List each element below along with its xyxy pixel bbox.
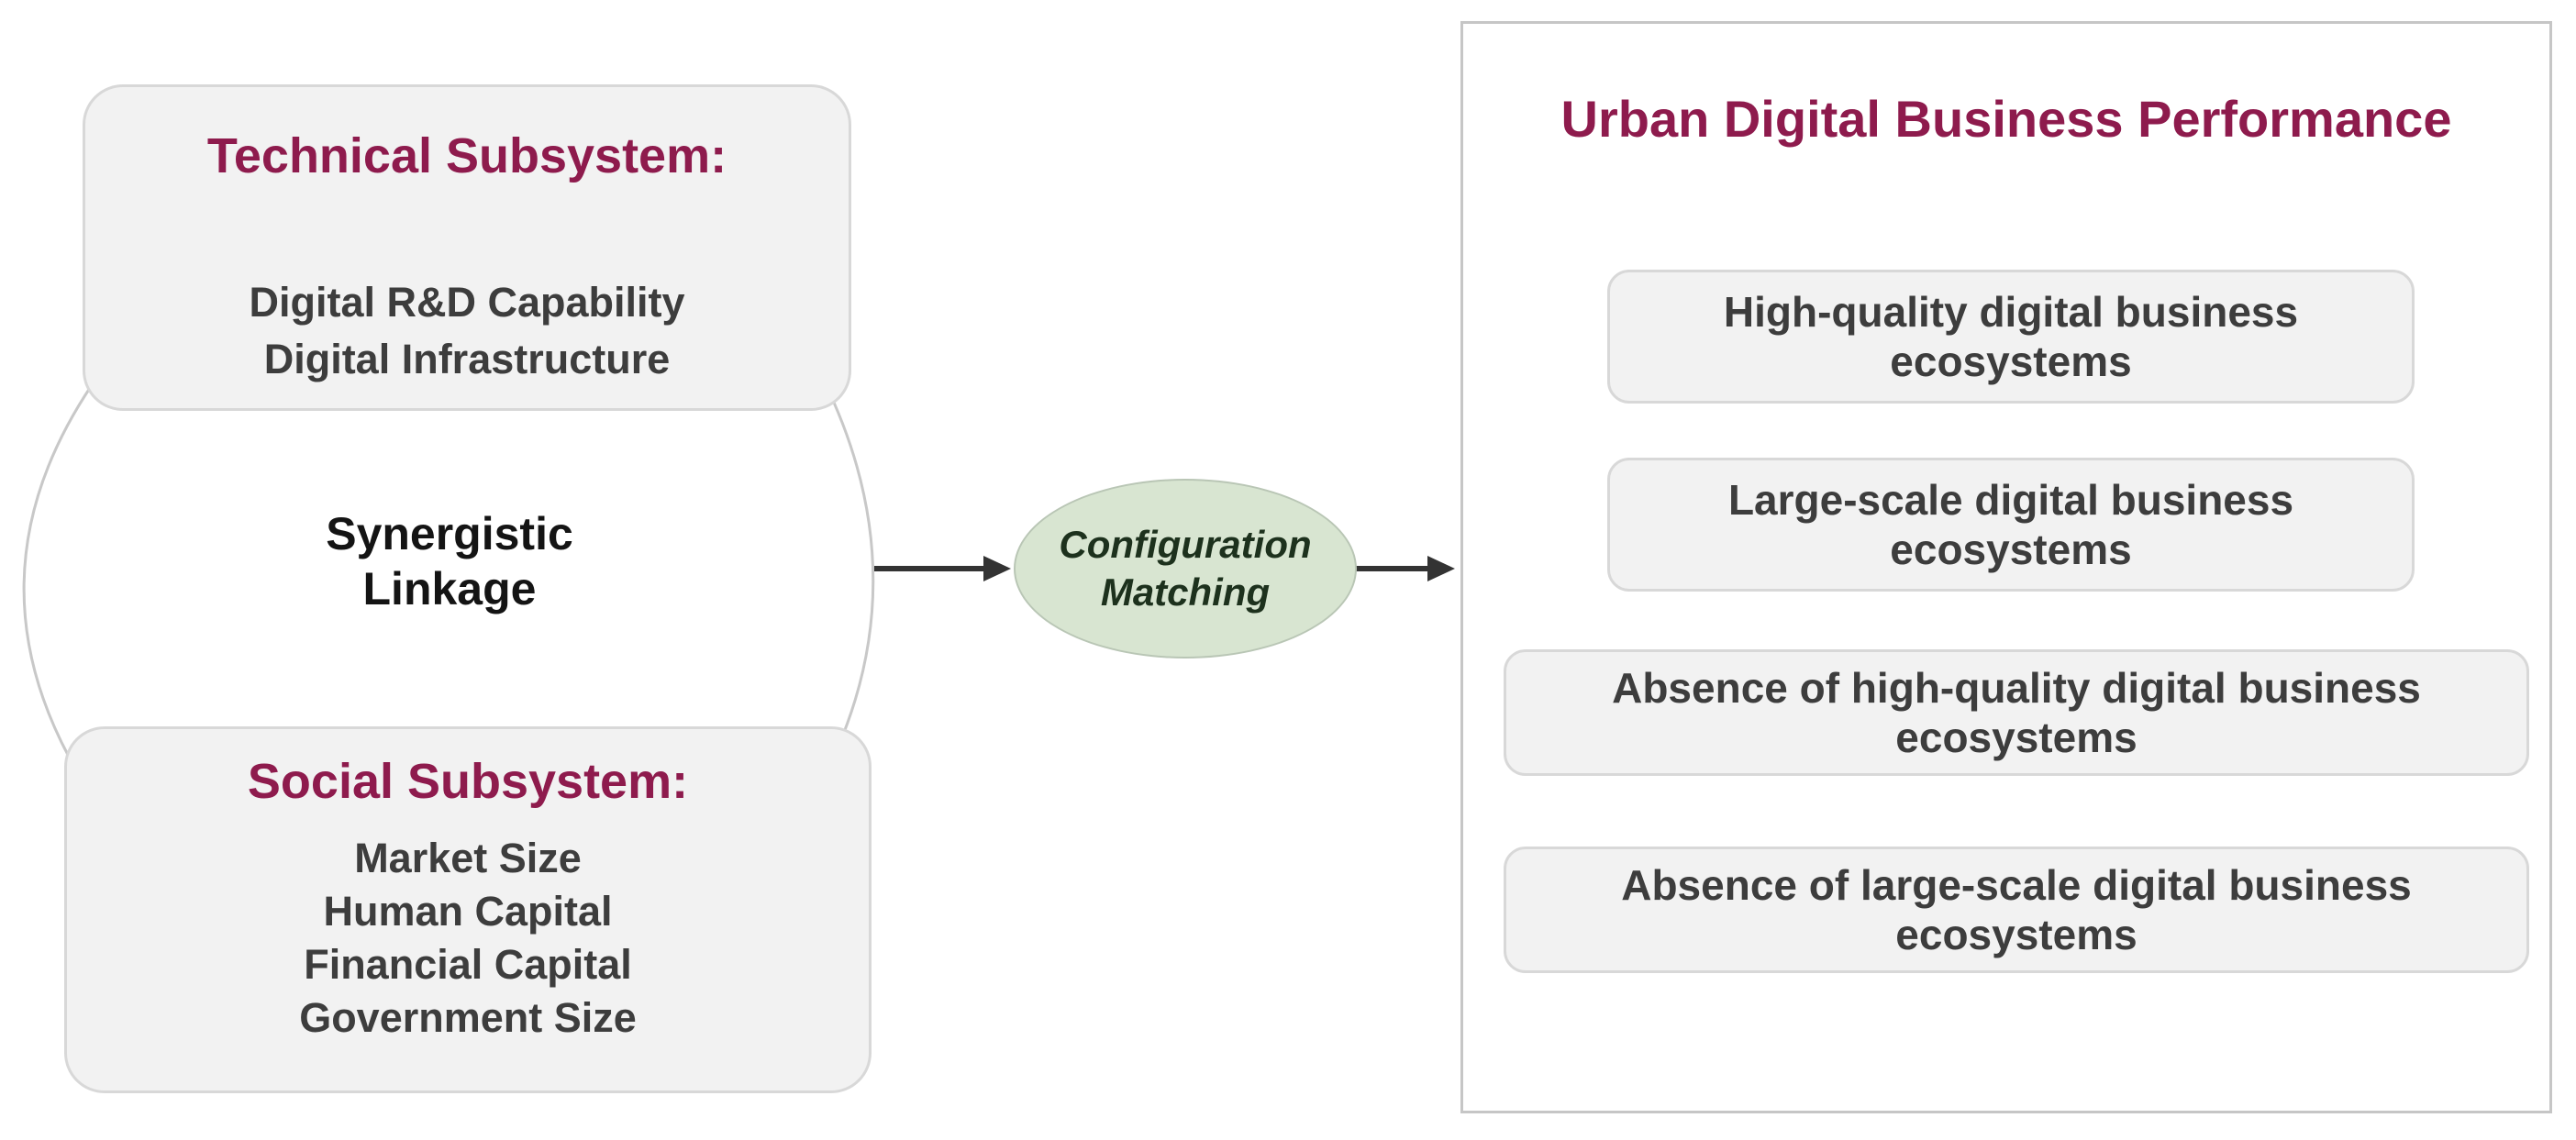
process-line-2: Matching [1100, 570, 1271, 614]
synergy-brace-right [822, 380, 875, 751]
technical-subsystem-title: Technical Subsystem: [206, 128, 727, 183]
arrow-to-performance-panel [1356, 556, 1455, 581]
social-item: Market Size [354, 835, 582, 881]
outcome-box-absence-high-quality: Absence of high-quality digital business… [1504, 649, 2529, 776]
performance-panel: Urban Digital Business Performance High-… [1460, 21, 2552, 1113]
technical-item: Digital Infrastructure [263, 336, 671, 382]
arrow-to-configuration-matching [874, 556, 1011, 581]
outcome-box-high-quality: High-quality digital business ecosystems [1607, 270, 2415, 404]
outcome-box-large-scale: Large-scale digital business ecosystems [1607, 458, 2415, 592]
process-line-1: Configuration [1059, 523, 1312, 566]
arrow-head-icon [1427, 556, 1455, 581]
social-item: Human Capital [323, 888, 613, 935]
social-subsystem-title: Social Subsystem: [247, 754, 689, 809]
linkage-line-2: Linkage [362, 563, 537, 614]
arrow-head-icon [983, 556, 1011, 581]
social-item: Financial Capital [304, 941, 632, 988]
social-subsystem-items: Market Size Human Capital Financial Capi… [67, 832, 869, 1045]
technical-subsystem-box: Technical Subsystem: Digital R&D Capabil… [83, 84, 851, 411]
technical-subsystem-items: Digital R&D Capability Digital Infrastru… [85, 274, 849, 388]
synergistic-linkage-label: Synergistic Linkage [220, 506, 679, 616]
social-item: Government Size [299, 994, 637, 1041]
technical-item: Digital R&D Capability [249, 279, 685, 326]
outcome-box-absence-large-scale: Absence of large-scale digital business … [1504, 847, 2529, 973]
synergy-brace-left [22, 384, 94, 758]
performance-panel-title: Urban Digital Business Performance [1560, 90, 2452, 148]
configuration-matching-ellipse: Configuration Matching [1014, 479, 1357, 659]
social-subsystem-box: Social Subsystem: Market Size Human Capi… [64, 726, 872, 1093]
linkage-line-1: Synergistic [326, 508, 573, 559]
